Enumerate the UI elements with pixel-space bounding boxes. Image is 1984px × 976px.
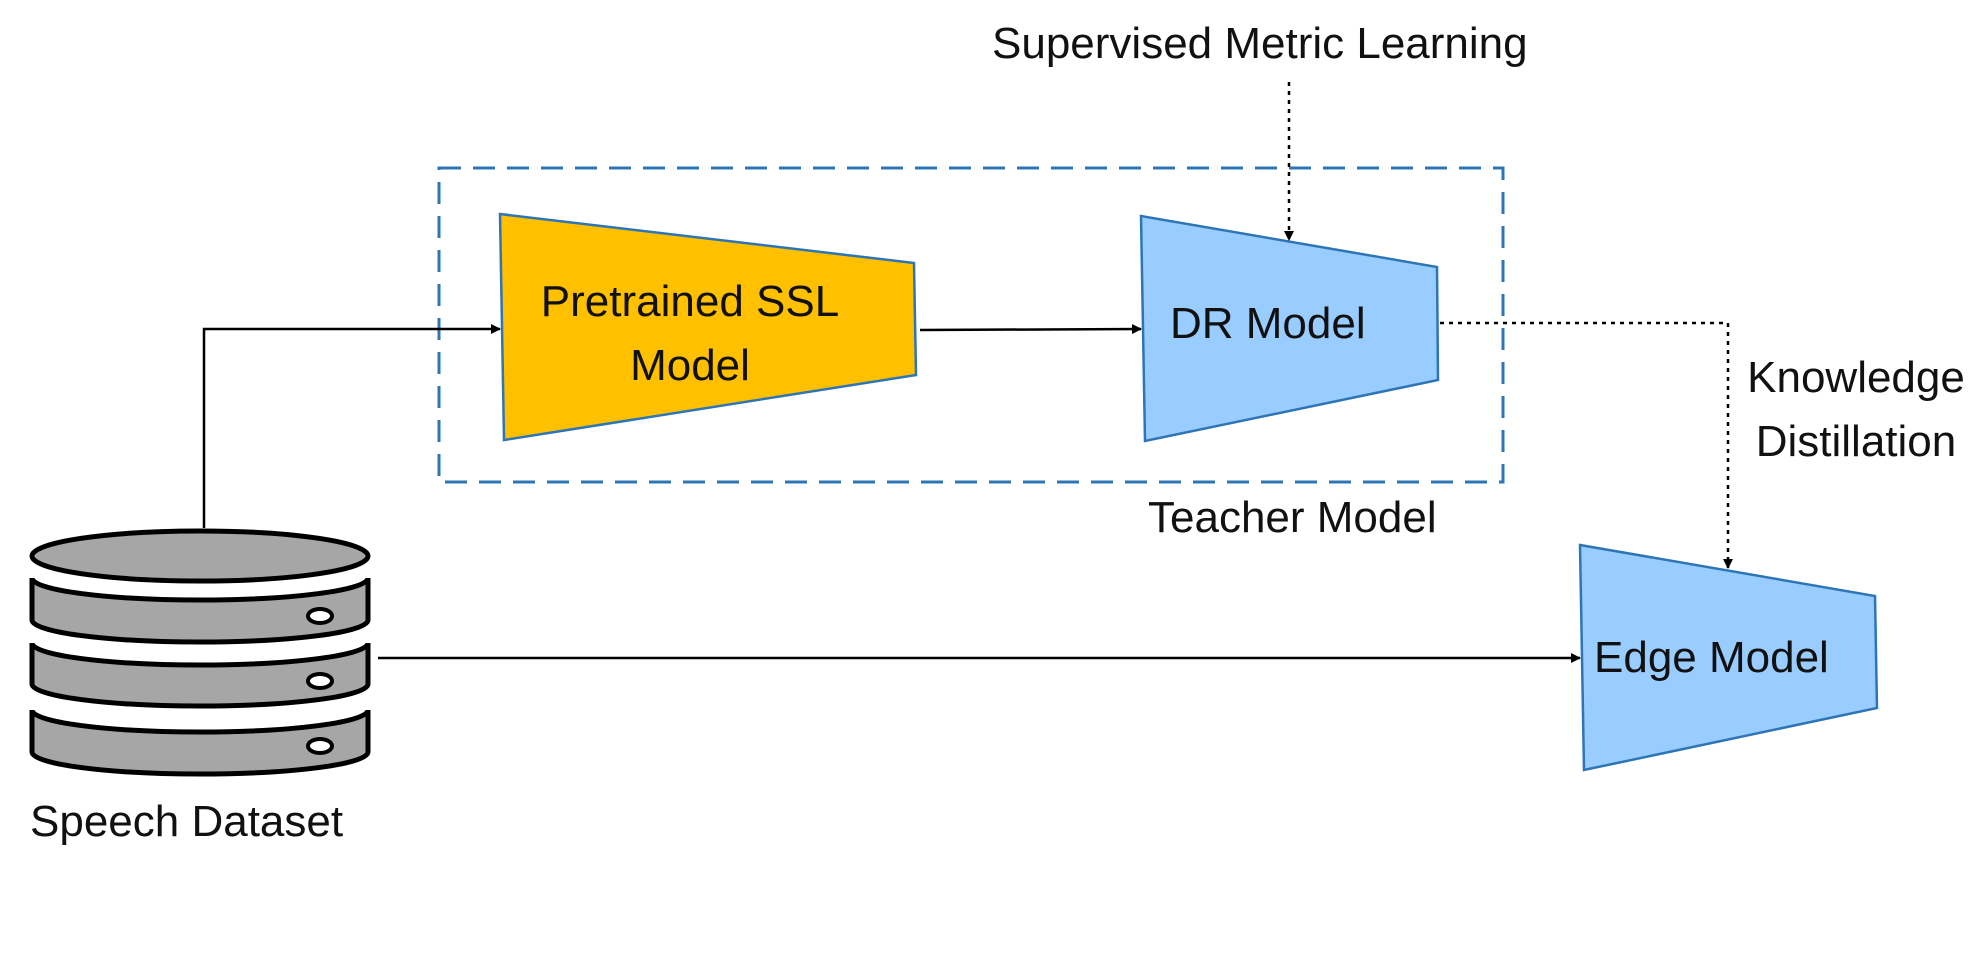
ssl-to-dr-arrow [919, 324, 1142, 335]
dr-model-label: DR Model [1170, 299, 1366, 348]
teacher-model-container [437, 166, 1505, 484]
speech-dataset-label: Speech Dataset [30, 797, 344, 846]
edge-model-block [1578, 543, 1879, 772]
pretrained-ssl-model-block [498, 212, 918, 442]
knowledge-label-line2: Distillation [1755, 417, 1957, 466]
database-icon [29, 528, 371, 777]
knowledge-distillation-label: Knowledge Distillation [1736, 346, 1976, 474]
edge-model-label: Edge Model [1594, 633, 1829, 682]
ssl-label-line2: Model [630, 341, 750, 390]
teacher-model-label: Teacher Model [1148, 493, 1437, 542]
knowledge-distillation-arrow [1440, 321, 1733, 569]
dataset-to-ssl-arrow [202, 324, 501, 528]
dr-model-block [1139, 214, 1440, 443]
knowledge-label-line1: Knowledge [1747, 353, 1965, 402]
pretrained-ssl-model-label: Pretrained SSL Model [520, 270, 860, 398]
ssl-label-line1: Pretrained SSL [540, 277, 840, 326]
supervised-metric-learning-label: Supervised Metric Learning [992, 19, 1528, 68]
